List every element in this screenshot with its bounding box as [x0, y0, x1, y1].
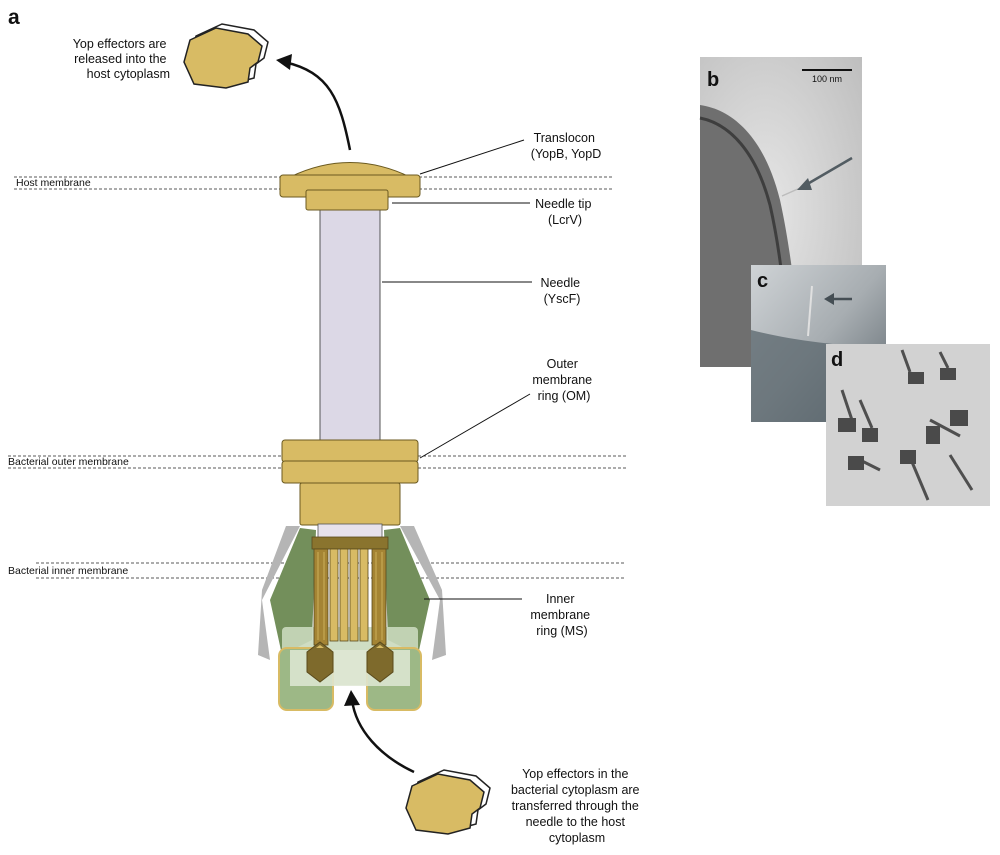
om-ring-bottom: [281, 460, 419, 484]
om-ring-base: [299, 482, 401, 526]
inner-rods: [313, 548, 387, 646]
needle-tip-label: Needle tip (LcrV): [535, 197, 595, 227]
needle-arrow-b: [803, 156, 853, 188]
micrograph-d: d: [826, 344, 990, 506]
yop-effector-top: [183, 23, 269, 89]
transfer-arrow: [350, 699, 415, 774]
translocon-leader: [419, 139, 525, 175]
om-ring-top: [281, 439, 419, 463]
om-ring-label: Outer membrane ring (OM): [532, 357, 595, 403]
transfer-arrowhead: [344, 690, 360, 706]
bottom-effectors-label: Yop effectors in the bacterial cytoplasm…: [511, 767, 643, 845]
injectisome: [258, 162, 446, 711]
ms-ring-right: [384, 528, 430, 655]
panel-label-c: c: [757, 270, 768, 292]
release-arrow: [283, 60, 352, 151]
host-membrane-label: Host membrane: [16, 177, 91, 189]
scale-bar-label: 100 nm: [812, 74, 842, 84]
needle-shaft: [319, 209, 381, 443]
atpase-left: [306, 641, 334, 683]
ms-ring-left: [270, 528, 316, 655]
needle-label: Needle (YscF): [540, 276, 583, 306]
translocon-label: Translocon (YopB, YopD: [531, 131, 601, 161]
panel-label-d: d: [831, 349, 843, 371]
cytoplasmic-cup: [258, 526, 300, 660]
panel-label-b: b: [707, 69, 719, 91]
export-apparatus: [311, 536, 389, 550]
om-ring-leader: [419, 393, 531, 459]
panel-label-a: a: [8, 6, 20, 29]
bacterial-inner-membrane-label: Bacterial inner membrane: [8, 565, 128, 577]
atpase-right: [366, 641, 394, 683]
release-arrowhead: [276, 54, 292, 70]
bacterial-outer-membrane-label: Bacterial outer membrane: [8, 456, 129, 468]
ms-ring-label: Inner membrane ring (MS): [530, 592, 593, 638]
top-effectors-label: Yop effectors are released into the host…: [73, 37, 170, 81]
bacterial-outer-membrane: [8, 455, 626, 469]
yop-effector-bottom: [405, 769, 491, 835]
needle-tip: [305, 189, 389, 211]
